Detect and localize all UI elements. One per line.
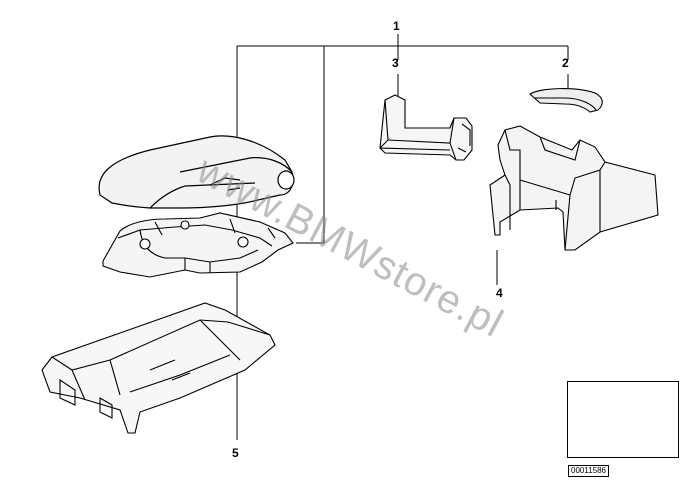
hinge-part-3 — [379, 94, 473, 161]
callout-3: 3 — [392, 56, 399, 70]
armrest-cushion — [98, 135, 295, 209]
tray-part-5 — [41, 302, 276, 434]
diagram-code: 00011586 — [568, 465, 609, 477]
side-panel-part-4 — [489, 125, 659, 251]
callout-2: 2 — [562, 56, 569, 70]
vehicle-inset-frame — [567, 381, 679, 458]
callout-4: 4 — [496, 286, 503, 300]
callout-1: 1 — [393, 19, 400, 33]
clip-part-2 — [529, 88, 603, 113]
base-plate — [102, 212, 294, 278]
callout-5: 5 — [232, 446, 239, 460]
